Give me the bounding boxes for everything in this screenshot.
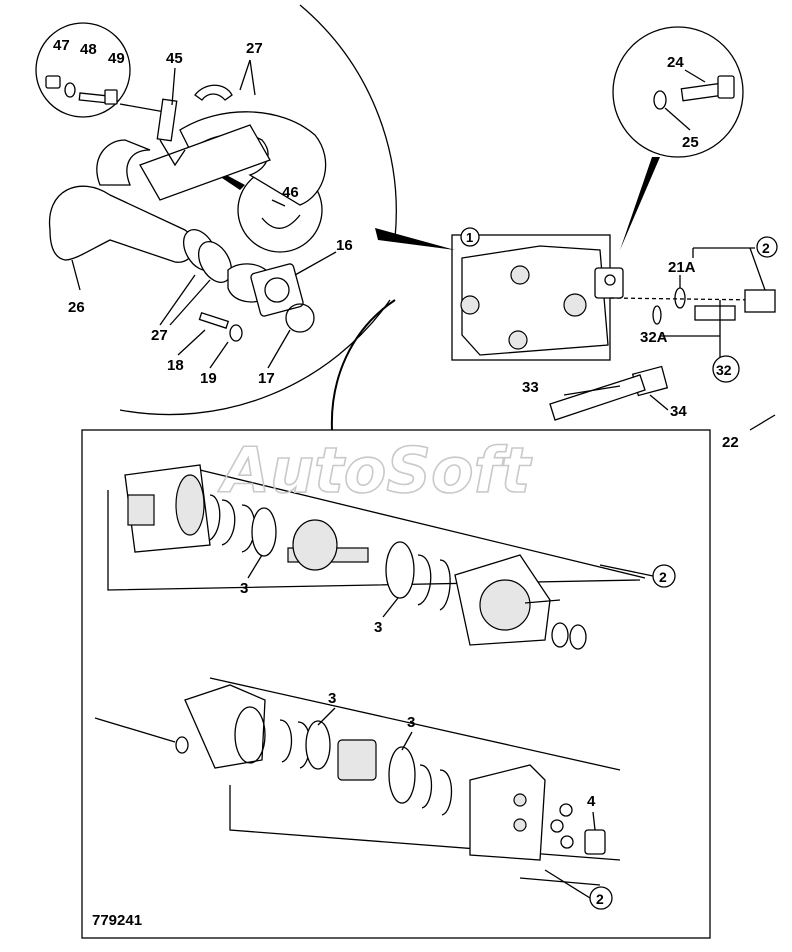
pump-section-lower <box>94 677 621 886</box>
callout-2-bottom: 2 <box>596 891 604 907</box>
callout-labels: 47 48 49 45 27 46 26 27 16 18 19 17 24 2… <box>53 37 778 929</box>
callout-2-top: 2 <box>762 240 770 256</box>
watermark: AutoSoft <box>217 434 533 507</box>
callout-3-a: 3 <box>240 580 248 597</box>
detail-leader-wedge <box>375 228 455 250</box>
hose-assembly <box>48 84 327 342</box>
pump-section-upper <box>107 464 646 650</box>
callout-32a: 32A <box>640 329 668 346</box>
drawing-number: 779241 <box>92 912 142 929</box>
callout-48: 48 <box>80 41 97 58</box>
leader-lines <box>71 59 706 899</box>
pump-icon <box>460 245 624 356</box>
exploded-box <box>81 429 711 939</box>
callout-47: 47 <box>53 37 70 54</box>
detail-leader-curve <box>330 299 396 431</box>
callout-4: 4 <box>587 793 596 810</box>
callout-22: 22 <box>722 434 739 451</box>
callout-49: 49 <box>108 50 125 67</box>
callout-24: 24 <box>667 54 684 71</box>
screw-icon <box>653 75 735 110</box>
fittings-icon <box>549 247 776 431</box>
screw-leader <box>620 157 660 250</box>
callout-34: 34 <box>670 403 687 420</box>
callout-27-top: 27 <box>246 40 263 57</box>
callout-18: 18 <box>167 357 184 374</box>
callout-32: 32 <box>716 362 732 378</box>
callout-16: 16 <box>336 237 353 254</box>
callout-27-bottom: 27 <box>151 327 168 344</box>
hose-detail-circle <box>119 4 397 416</box>
callout-17: 17 <box>258 370 275 387</box>
callout-2-mid: 2 <box>659 569 667 585</box>
callout-21a: 21A <box>668 259 696 276</box>
callout-25: 25 <box>682 134 699 151</box>
callout-19: 19 <box>200 370 217 387</box>
callout-3-c: 3 <box>328 690 336 707</box>
callout-46: 46 <box>282 184 299 201</box>
inset-circle-screw <box>612 26 744 158</box>
bolt-assembly-icon <box>45 75 118 105</box>
callout-1: 1 <box>466 230 473 245</box>
clip-icon <box>261 199 301 229</box>
callout-45: 45 <box>166 50 183 67</box>
callout-3-b: 3 <box>374 619 382 636</box>
callout-26: 26 <box>68 299 85 316</box>
callout-3-d: 3 <box>407 714 415 731</box>
callout-33: 33 <box>522 379 539 396</box>
